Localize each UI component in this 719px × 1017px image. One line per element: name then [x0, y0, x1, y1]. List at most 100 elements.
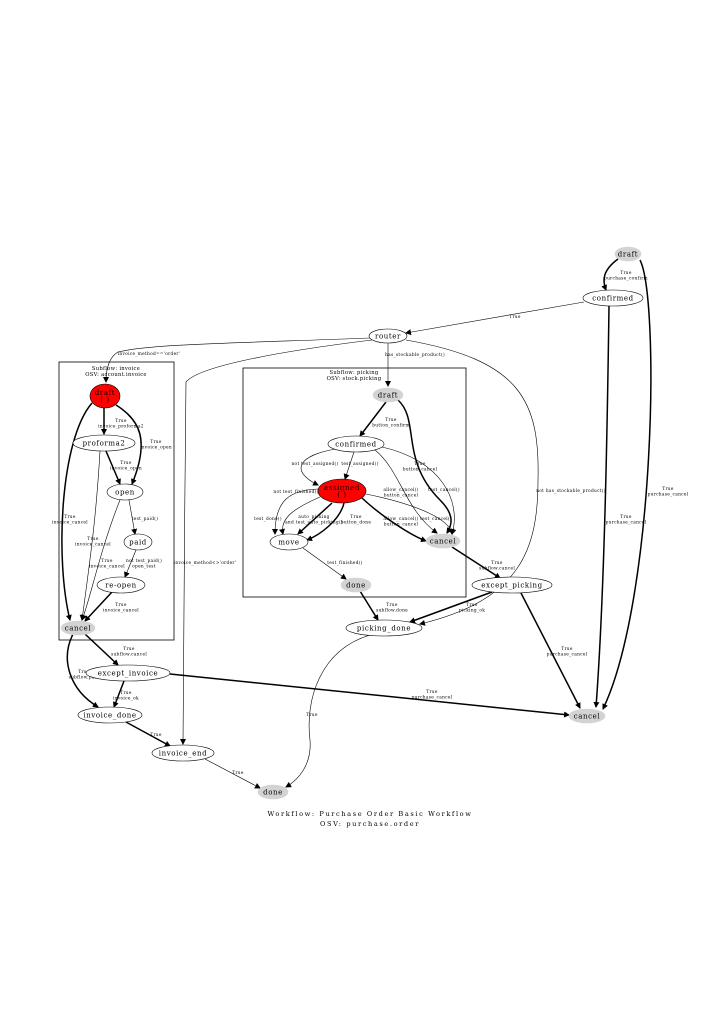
- node-draft: draft: [614, 246, 642, 262]
- edge-label: True: [78, 670, 90, 675]
- edge-pk-a-move2: [306, 502, 345, 542]
- cluster-invoice-osv: OSV: account.invoice: [85, 372, 147, 378]
- edge-router-pkdone: [405, 339, 539, 626]
- edge-label: test_cancel(): [420, 517, 452, 522]
- edge-label: True: [101, 559, 113, 564]
- node-label: confirmed: [335, 440, 376, 448]
- edge-label: purchase_cancel: [606, 520, 647, 525]
- edge-label: True: [115, 419, 127, 424]
- node-confirmed: confirmed: [582, 289, 644, 307]
- edge-label: button_confirm: [372, 423, 410, 428]
- edge-label: True: [350, 515, 362, 520]
- edge-pk-a-testdone: [279, 496, 321, 535]
- node-label: invoice_end: [159, 749, 207, 757]
- edge-inv-p-c: [79, 450, 101, 621]
- edge-label: True: [509, 315, 521, 320]
- node-label: move: [278, 538, 299, 546]
- node-pk-move: move: [269, 533, 309, 551]
- edge-label: test_finished(): [327, 561, 363, 566]
- edge-exceptinv-invdone: [112, 680, 125, 708]
- edge-label: auto_picking: [298, 515, 329, 520]
- edge-label: True: [386, 603, 398, 608]
- edge-label: True: [466, 603, 478, 608]
- node-label: proforma2: [83, 439, 126, 447]
- node-shape: [368, 328, 408, 344]
- node-label: paid: [129, 538, 147, 546]
- edge-label: subflow.cancel: [111, 652, 147, 657]
- node-shape: [340, 577, 372, 593]
- node-label: done: [346, 581, 366, 589]
- edge-label: purchase_confirm: [604, 276, 648, 281]
- node-shape: [151, 744, 215, 762]
- edge-label: not has_stockable_product(): [536, 489, 606, 494]
- edge-label: True: [123, 647, 135, 652]
- node-shape: [614, 246, 642, 262]
- edge-label: subflow.paid: [69, 675, 100, 680]
- node-invoice-done: invoice_done: [77, 706, 143, 724]
- node-shape: [72, 434, 136, 452]
- edge-draft-confirmed: [601, 258, 619, 291]
- edge-label: test_paid(): [132, 517, 158, 522]
- node-pk-confirmed: confirmed: [327, 435, 385, 453]
- node-except-picking: except_picking: [471, 576, 553, 594]
- edge-labels-layer: Truepurchase_confirmTrueTruepurchase_can…: [52, 271, 688, 776]
- node-label: router: [375, 332, 401, 340]
- edge-invpaid-invdone: [66, 633, 99, 708]
- edge-pk-c-cancel: [381, 446, 457, 535]
- node-shape: [345, 619, 423, 637]
- node-shape: [327, 435, 385, 453]
- node-shape: [582, 289, 644, 307]
- edge-label: True: [115, 603, 127, 608]
- node-label: draft: [95, 389, 115, 397]
- node-label: picking_done: [357, 624, 411, 632]
- nodes-layer: draftconfirmedroutercancelpicking_doneex…: [60, 246, 644, 800]
- node-shape: [269, 533, 309, 551]
- edge-label: not test_finished(): [273, 490, 318, 495]
- node-cancel-main: cancel: [568, 708, 606, 724]
- edge-label: open_test: [132, 564, 156, 569]
- edge-label: not test_assigned(): [291, 462, 338, 467]
- node-label: cancel: [430, 537, 457, 545]
- edge-confirmed-router: [405, 301, 585, 336]
- edge-label: True: [64, 515, 76, 520]
- edge-invdone-invend: [125, 721, 171, 747]
- edge-pk-a-move: [297, 502, 333, 535]
- node-except-invoice: except_invoice: [85, 664, 171, 682]
- edge-pk-a-notfin: [272, 488, 319, 535]
- edge-label: True: [232, 771, 244, 776]
- edge-label: subflow.done: [376, 608, 408, 613]
- edge-label: invoice_cancel: [89, 564, 125, 569]
- edge-inv-d-o: [115, 404, 142, 485]
- node-shape: [471, 576, 553, 594]
- edge-inv-paid-reopen: [124, 549, 137, 578]
- edge-pk-c-cancel2: [374, 449, 438, 534]
- edge-label: True: [306, 713, 318, 718]
- edge-router-inv: [103, 337, 371, 383]
- edge-label: test_cancel(): [428, 488, 460, 493]
- cluster-invoice-title: Subflow: invoice: [92, 366, 140, 372]
- node-pk-draft: draft: [372, 387, 404, 403]
- diagram-caption-osv: OSV: purchase.order: [320, 820, 420, 828]
- node-shape: [85, 664, 171, 682]
- node-label: open: [115, 488, 135, 496]
- edge-label: purchase_cancel: [412, 695, 453, 700]
- diagram-caption-title: Workflow: Purchase Order Basic Workflow: [267, 810, 472, 818]
- edge-label: test_done(): [254, 517, 282, 522]
- edge-label: button_cancel: [403, 467, 438, 472]
- edge-inv-o-c: [81, 499, 121, 621]
- cluster-picking: Subflow: picking OSV: stock.picking: [242, 367, 467, 598]
- node-label: cancel: [65, 624, 92, 632]
- edge-pk-c-notass: [300, 448, 337, 486]
- edge-label: True: [414, 462, 426, 467]
- edge-label: invoice_cancel: [52, 520, 88, 525]
- edge-label: True: [662, 487, 674, 492]
- edge-label: True: [87, 537, 99, 542]
- edge-label: invoice_cancel: [75, 542, 111, 547]
- cluster-picking-osv: OSV: stock.picking: [327, 376, 382, 382]
- node-label: except_invoice: [98, 669, 159, 677]
- node-shape: [89, 383, 121, 409]
- edge-label: and test_auto_picking(): [285, 520, 343, 525]
- node-inv-open: open: [106, 483, 144, 501]
- edge-label: button_cancel: [384, 493, 419, 498]
